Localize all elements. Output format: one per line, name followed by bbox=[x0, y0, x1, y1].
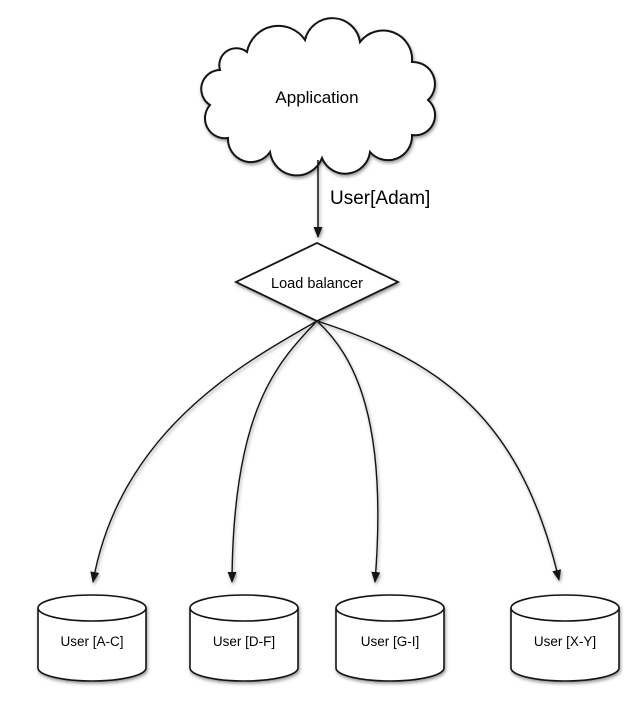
db-4-label: User [X-Y] bbox=[534, 634, 596, 649]
lb-to-shard-2-arrow bbox=[227, 320, 318, 583]
lb-to-shard-1-arrow bbox=[90, 320, 318, 583]
db-cylinder-3 bbox=[335, 594, 445, 682]
db-2-label: User [D-F] bbox=[213, 634, 275, 649]
db-3-label: User [G-I] bbox=[361, 634, 420, 649]
db-1-label: User [A-C] bbox=[60, 634, 123, 649]
application-label: Application bbox=[275, 88, 358, 107]
lb-to-shard-3-arrow bbox=[316, 320, 381, 583]
lb-to-shard-4-arrow bbox=[316, 320, 562, 581]
db-cylinder-4 bbox=[510, 594, 620, 682]
load-balancer-label: Load balancer bbox=[271, 276, 363, 292]
db-cylinder-1 bbox=[37, 594, 147, 682]
edge-user-adam-label: User[Adam] bbox=[330, 188, 430, 209]
db-cylinder-2 bbox=[189, 594, 299, 682]
application-cloud-shape bbox=[200, 17, 437, 177]
